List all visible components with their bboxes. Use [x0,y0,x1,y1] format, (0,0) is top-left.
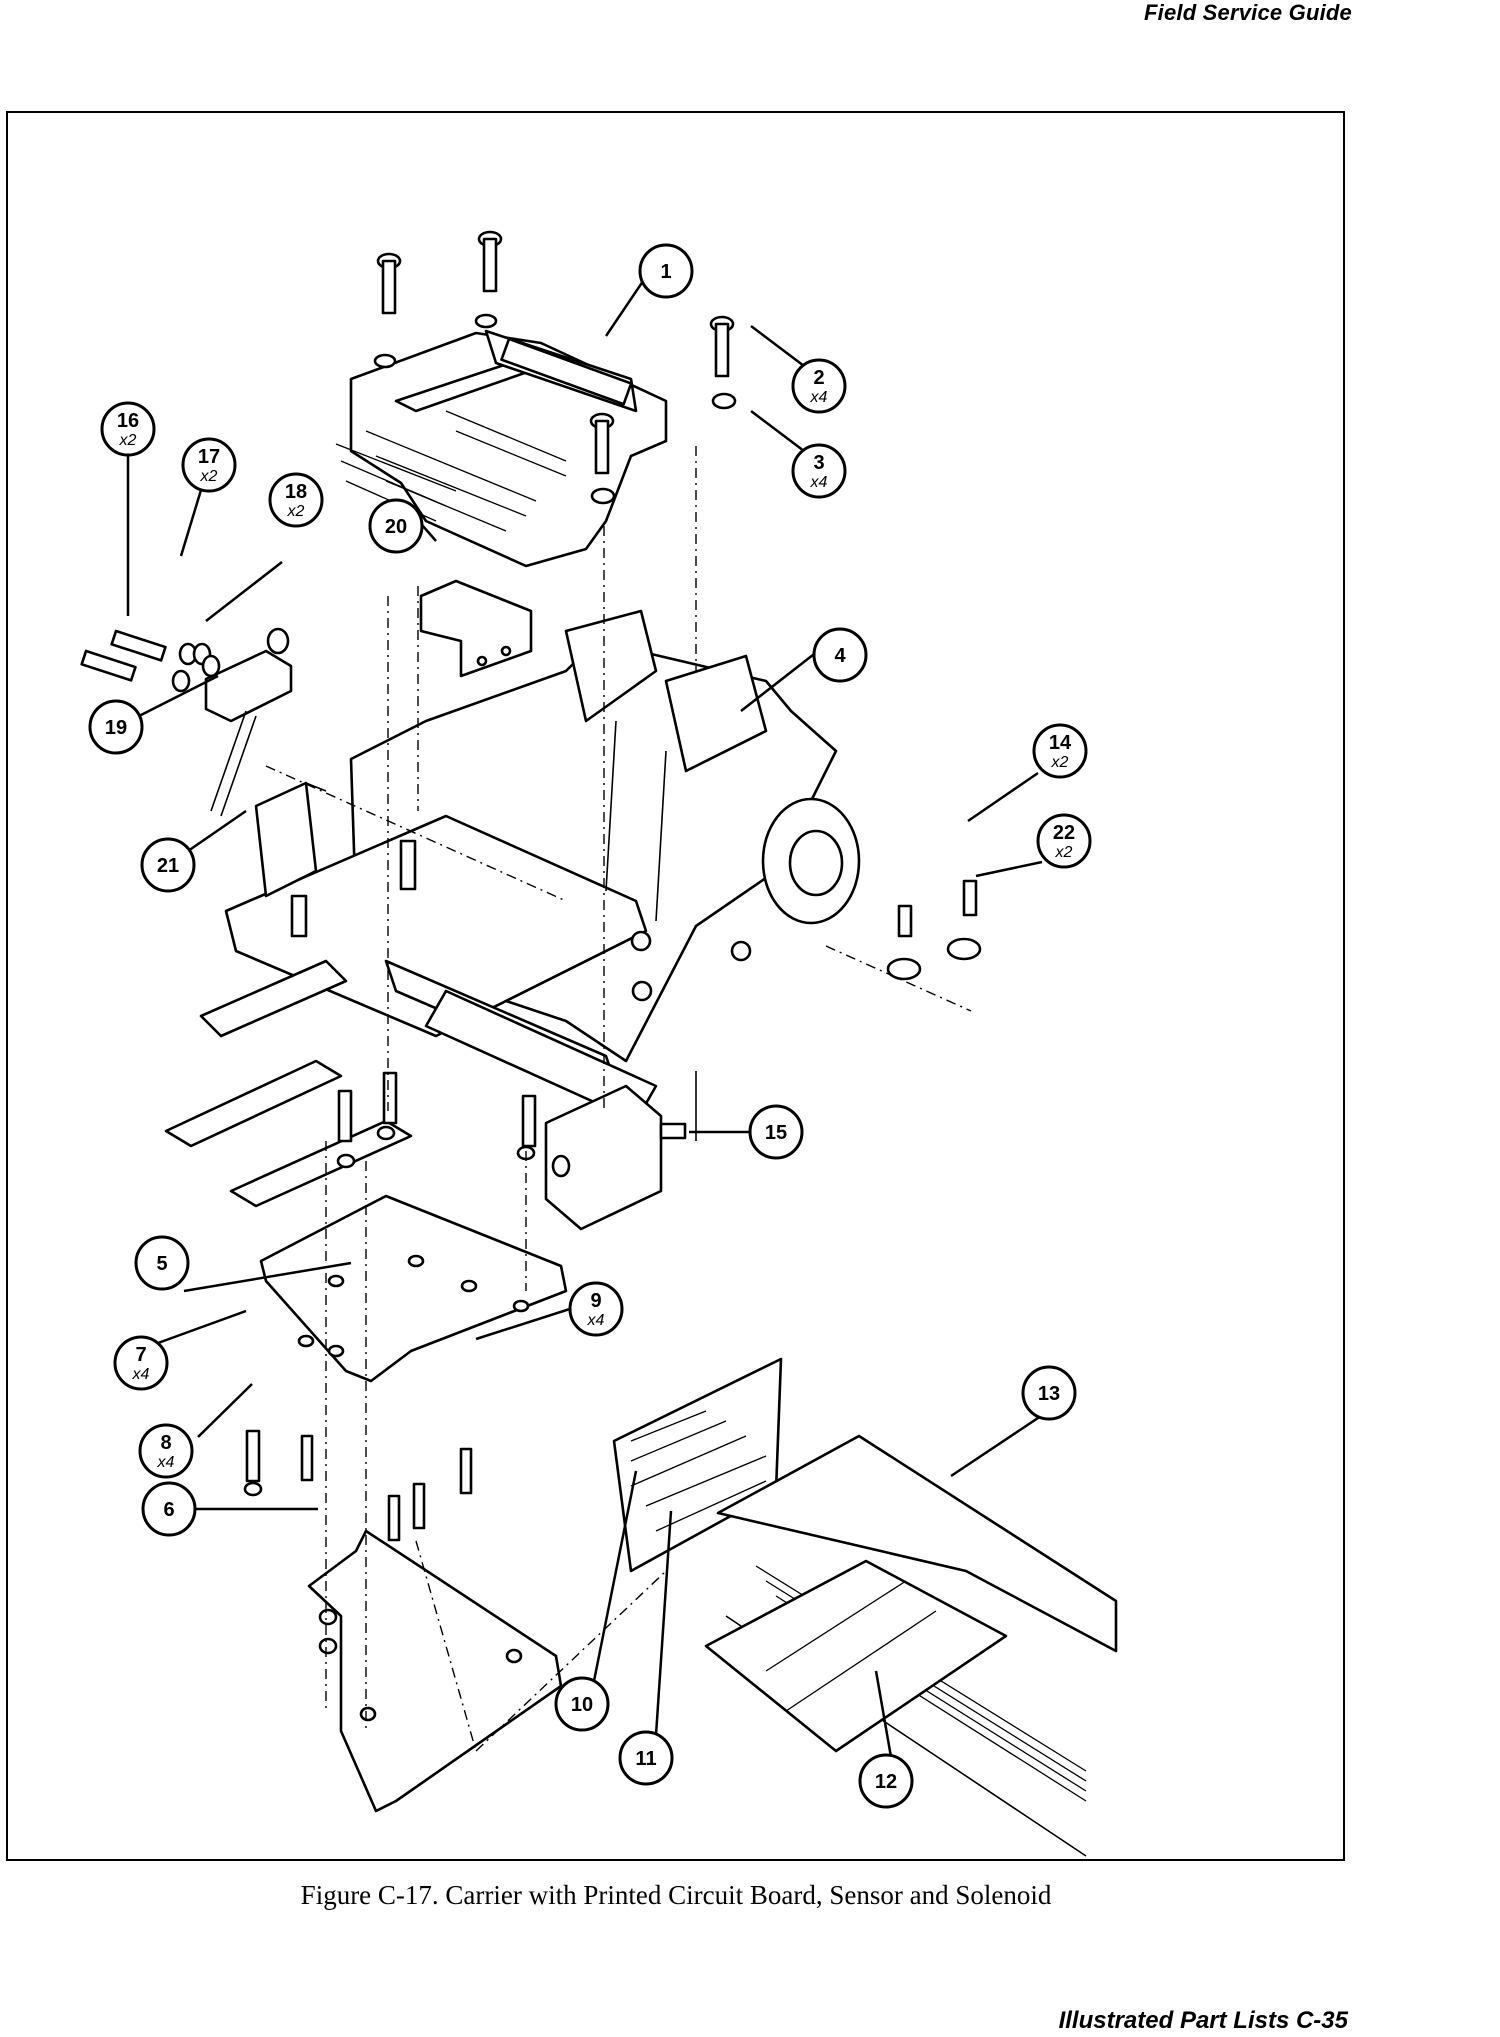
svg-text:1: 1 [660,261,671,283]
svg-text:2: 2 [813,367,824,389]
svg-text:4: 4 [834,645,846,667]
page-footer-label: Illustrated Part Lists C-35 [1058,2007,1348,2034]
callout-7: 7 x4 [113,1335,169,1391]
svg-text:18: 18 [285,481,307,503]
svg-text:x2: x2 [1051,754,1069,771]
svg-text:21: 21 [157,855,179,877]
ribbon-cable [612,1357,1118,1857]
svg-text:x2: x2 [1055,844,1073,861]
svg-text:11: 11 [635,1748,656,1770]
figure-caption: Figure C-17. Carrier with Printed Circui… [300,1880,1052,1910]
callout-13: 13 [1021,1365,1077,1421]
callout-16: 16 x2 [100,401,156,457]
callout-12: 12 [858,1753,914,1809]
svg-text:20: 20 [385,516,407,538]
svg-text:x4: x4 [810,474,828,491]
callout-18: 18 x2 [268,472,324,528]
svg-text:14: 14 [1049,732,1072,754]
svg-text:15: 15 [765,1122,787,1144]
callout-2: 2 x4 [791,358,847,414]
callout-14: 14 x2 [1032,723,1088,779]
callout-21: 21 [140,837,196,893]
figure-frame [6,111,1345,1861]
callout-15: 15 [748,1104,804,1160]
dashed-alignment-lines [265,446,972,1752]
callout-22: 22 x2 [1036,813,1092,869]
svg-text:x4: x4 [157,1454,175,1471]
svg-text:13: 13 [1038,1383,1060,1405]
svg-text:9: 9 [590,1290,601,1312]
sensor-screws [80,629,221,693]
callout-9: 9 x4 [568,1281,624,1337]
callout-8: 8 x4 [138,1423,194,1479]
page-header-title: Field Service Guide [1144,0,1352,25]
svg-text:3: 3 [813,452,824,474]
svg-text:12: 12 [875,1771,897,1793]
callout-10: 10 [554,1676,610,1732]
svg-text:x2: x2 [200,468,218,485]
callout-leaders [126,246,1043,1758]
svg-text:x4: x4 [810,389,828,406]
svg-text:8: 8 [160,1432,171,1454]
bracket-screws [336,1071,537,1169]
svg-text:10: 10 [571,1694,593,1716]
svg-text:7: 7 [135,1344,146,1366]
callout-11: 11 [618,1730,674,1786]
svg-text:17: 17 [198,446,220,468]
bracket-20 [419,579,533,678]
svg-text:x4: x4 [132,1366,150,1383]
svg-text:19: 19 [105,717,127,739]
side-screws [886,879,982,981]
carrier-frame [164,609,861,1208]
screws-7-8-9 [243,1429,473,1542]
bracket-5 [259,1194,568,1383]
svg-text:x2: x2 [119,432,137,449]
callout-20: 20 [368,498,424,554]
svg-text:5: 5 [156,1253,167,1275]
callout-19: 19 [88,699,144,755]
callout-6: 6 [141,1481,197,1537]
callout-5: 5 [134,1235,190,1291]
svg-text:22: 22 [1053,822,1075,844]
pcb-assembly [335,329,668,568]
callout-17: 17 x2 [181,437,237,493]
callout-3: 3 x4 [791,443,847,499]
pad-21 [254,781,327,898]
plate-6 [307,1529,563,1813]
callout-4: 4 [812,627,868,683]
sensor-switch [204,627,293,817]
exploded-parts-diagram: 1 2 x4 3 x4 4 5 6 7 x4 8 x4 9 x4 10 [80,230,1118,1857]
callout-1: 1 [638,243,694,299]
svg-text:16: 16 [117,410,139,432]
svg-text:x4: x4 [587,1312,605,1329]
svg-text:6: 6 [163,1499,174,1521]
svg-text:x2: x2 [287,503,305,520]
solenoid [544,1084,687,1231]
pcb-screws [373,230,737,505]
